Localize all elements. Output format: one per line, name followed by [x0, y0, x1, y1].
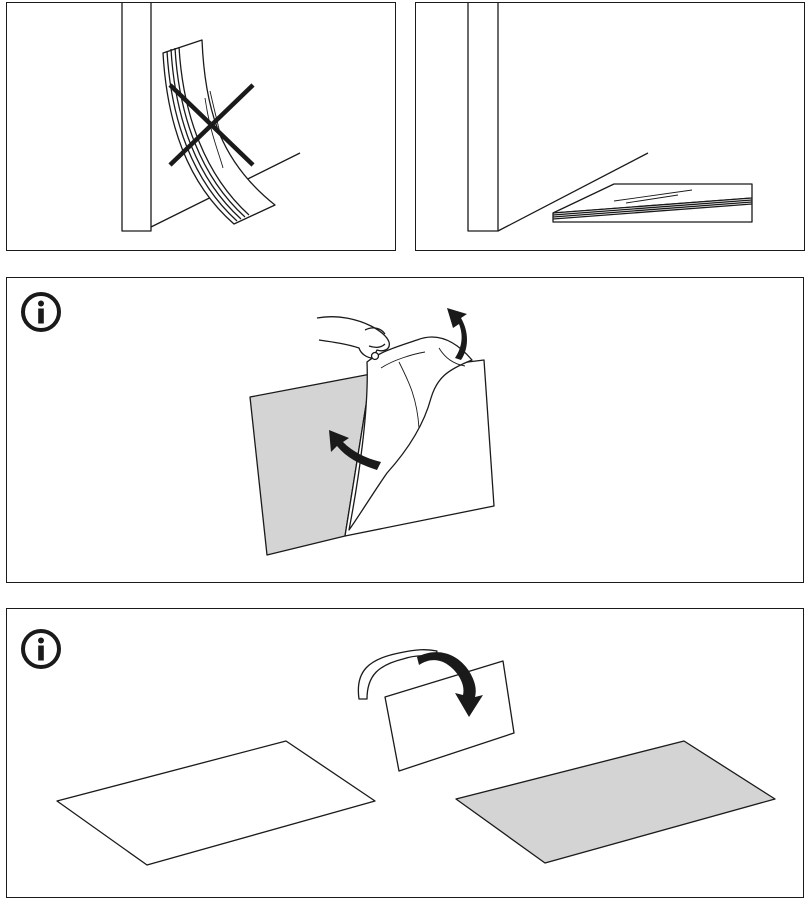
- sheet-back-side: [455, 740, 776, 864]
- hand: [316, 316, 390, 361]
- wall: [121, 3, 152, 232]
- wall: [467, 3, 499, 232]
- panel-store-flat-correct: [415, 2, 805, 251]
- flipping-sheet: [384, 660, 515, 772]
- arrow-up-icon: [447, 308, 467, 360]
- sheet-front-side: [56, 740, 376, 866]
- illustration-leaning-sheets: [121, 3, 301, 232]
- flat-sheet-stack: [552, 183, 753, 223]
- arrow-flip-icon: [417, 652, 483, 717]
- cross-mark-icon: [168, 83, 255, 167]
- curved-sheet-stack: [162, 39, 276, 225]
- panel-turn-sheet-over: [6, 608, 804, 898]
- floor-line: [497, 152, 649, 232]
- illustration-turn-sheet: [21, 629, 776, 866]
- illustration-flat-sheets: [467, 3, 753, 232]
- peeled-film: [348, 336, 473, 531]
- arrow-left-icon: [329, 430, 381, 470]
- info-icon: [21, 292, 61, 332]
- info-icon: [21, 629, 61, 669]
- panel-store-upright-wrong: [6, 2, 396, 251]
- curved-arrows: [329, 308, 467, 470]
- illustration-peel-film: [21, 292, 495, 556]
- panel-peel-protective-film: [6, 277, 804, 583]
